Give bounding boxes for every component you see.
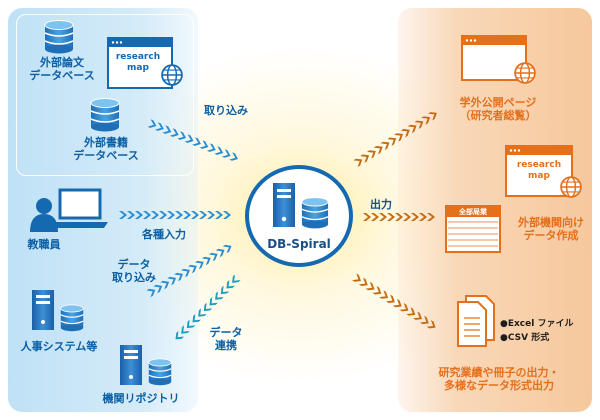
public-page-window-icon <box>461 35 536 84</box>
label-repository: 機関リポジトリ <box>102 392 180 405</box>
db-spiral-core: DB-Spiral <box>245 165 353 267</box>
arrow-import-external <box>147 119 240 163</box>
label-various-input: 各種入力 <box>142 228 186 241</box>
server-icon-hr <box>32 290 54 330</box>
label-data-link: データ 連携 <box>209 326 243 352</box>
database-icon-repository <box>148 358 172 386</box>
database-icon-books <box>90 98 120 132</box>
label-researchmap-left: research map <box>115 52 161 73</box>
faculty-person-icon <box>30 198 58 232</box>
label-torikomi: 取り込み <box>204 104 248 117</box>
report-document-icon <box>445 205 501 253</box>
label-public-page: 学外公開ページ （研究者総覧） <box>459 96 537 122</box>
database-icon-core <box>301 197 329 229</box>
label-external-data: 外部機関向け データ作成 <box>518 216 584 242</box>
database-icon-papers <box>44 20 74 54</box>
label-external-paper-db: 外部論文 データベース <box>29 56 95 82</box>
laptop-icon <box>52 188 108 228</box>
server-icon-repository <box>120 345 142 385</box>
arrow-various-input <box>119 211 231 219</box>
label-data-import: データ 取り込み <box>112 258 156 284</box>
label-hr-system: 人事システム等 <box>20 340 98 353</box>
label-researchmap-right: research map <box>516 160 562 181</box>
core-title: DB-Spiral <box>267 237 331 251</box>
db-spiral-icons <box>273 183 329 229</box>
label-multi-output: 研究業績や冊子の出力・ 多様なデータ形式出力 <box>438 366 560 392</box>
label-csv-format: ●CSV 形式 <box>500 333 550 343</box>
arrow-output-external <box>363 213 435 221</box>
server-icon-core <box>273 183 295 227</box>
researchmap-window-icon-right <box>505 145 582 198</box>
label-document-title: 全部局業 <box>459 208 487 216</box>
researchmap-window-icon-left <box>107 37 183 89</box>
label-faculty: 教職員 <box>27 238 61 251</box>
arrow-output-public <box>353 109 440 168</box>
label-output: 出力 <box>370 198 392 211</box>
external-databases-group <box>16 14 194 176</box>
database-icon-hr <box>60 304 84 332</box>
files-stack-icon <box>457 295 495 347</box>
label-external-book-db: 外部書籍 データベース <box>73 136 139 162</box>
label-excel-file: ●Excel ファイル <box>500 319 574 329</box>
arrow-output-files <box>352 273 438 332</box>
